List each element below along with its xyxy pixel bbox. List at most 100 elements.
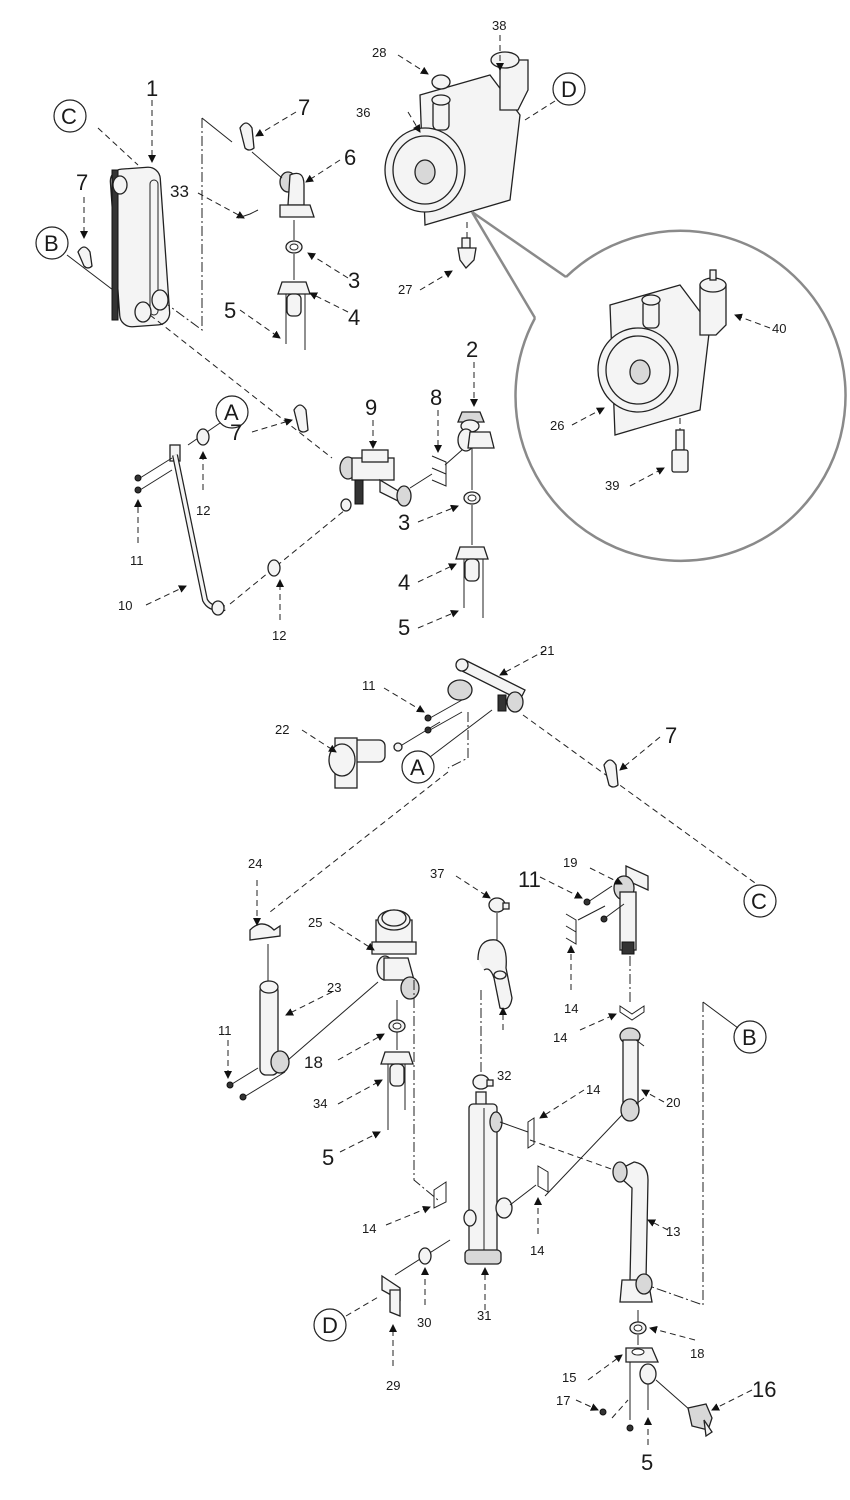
callout-38: 38 <box>492 18 506 33</box>
bleed-screw <box>671 429 689 473</box>
reference-c-lower: C <box>743 884 777 918</box>
spring-clip <box>603 759 619 788</box>
return-pipe <box>612 1161 653 1303</box>
callout-20: 20 <box>666 1095 680 1110</box>
callout-26: 26 <box>550 418 564 433</box>
callout-15: 15 <box>562 1370 576 1385</box>
retaining-clip <box>433 1181 447 1209</box>
detail-view-callout <box>470 210 847 563</box>
callout-23: 23 <box>327 980 341 995</box>
outlet-elbow <box>613 864 649 955</box>
callout-11-lower-right: 11 <box>518 867 541 892</box>
callout-14-middle: 14 <box>586 1082 600 1097</box>
callout-36: 36 <box>356 105 370 120</box>
svg-text:C: C <box>751 889 767 914</box>
retaining-clip <box>619 1005 645 1021</box>
callout-14-lower-right: 14 <box>530 1243 544 1258</box>
callout-33: 33 <box>170 182 189 201</box>
hydraulic-manifold <box>463 1091 513 1265</box>
retaining-clip <box>527 1117 535 1149</box>
return-fitting <box>457 411 495 452</box>
callout-19: 19 <box>563 855 577 870</box>
spring-clip <box>239 122 255 151</box>
callout-39: 39 <box>605 478 619 493</box>
svg-text:A: A <box>224 400 239 425</box>
pipe-clamp <box>249 923 281 941</box>
callout-34: 34 <box>313 1096 327 1111</box>
bracket-plate <box>381 1274 401 1317</box>
three-way-valve <box>339 449 412 512</box>
flange-fitting <box>277 281 311 350</box>
connecting-pipe <box>619 1027 645 1122</box>
spring-clip <box>293 404 309 433</box>
callout-18-right: 18 <box>690 1346 704 1361</box>
callout-5-middle: 5 <box>398 615 410 640</box>
reference-a-lower: A <box>401 750 435 784</box>
callout-4-upper: 4 <box>348 305 360 330</box>
diverter-valve-motor <box>371 909 420 1000</box>
retaining-clip <box>431 455 447 487</box>
reference-a-upper: A <box>215 395 249 429</box>
callout-6: 6 <box>344 145 356 170</box>
retaining-clip <box>537 1165 549 1193</box>
reference-c-top: C <box>53 99 87 133</box>
filter-cartridge <box>328 737 403 789</box>
connecting-hose <box>477 939 513 1010</box>
callout-5-lower-left: 5 <box>322 1145 334 1170</box>
callout-21: 21 <box>540 643 554 658</box>
bypass-pipe <box>169 444 226 616</box>
callout-30: 30 <box>417 1315 431 1330</box>
circulation-pump <box>384 51 529 226</box>
callout-8: 8 <box>430 385 442 410</box>
svg-text:D: D <box>561 77 577 102</box>
callout-17: 17 <box>556 1393 570 1408</box>
plate-heat-exchanger <box>109 166 171 328</box>
reference-d-top: D <box>552 72 586 106</box>
callout-27: 27 <box>398 282 412 297</box>
callout-2: 2 <box>466 337 478 362</box>
callout-25: 25 <box>308 915 322 930</box>
reference-b-lower: B <box>733 1020 767 1054</box>
drain-tap-fitting <box>625 1347 659 1420</box>
callout-14-lower-left: 14 <box>362 1221 376 1236</box>
svg-text:C: C <box>61 104 77 129</box>
retaining-clip <box>565 913 577 945</box>
callout-14-upper: 14 <box>564 1001 578 1016</box>
callout-7-middle: 7 <box>230 420 242 445</box>
callout-13: 13 <box>666 1224 680 1239</box>
callout-14-right: 14 <box>553 1030 567 1045</box>
spring-clip <box>77 246 93 269</box>
hose-clamp <box>488 897 510 913</box>
flange-fitting <box>380 1051 414 1130</box>
drain-valve <box>457 237 477 269</box>
callout-32: 32 <box>497 1068 511 1083</box>
callout-16: 16 <box>752 1377 776 1402</box>
hose-clamp <box>472 1074 494 1090</box>
svg-text:D: D <box>322 1313 338 1338</box>
callout-4-lower: 4 <box>398 570 410 595</box>
callout-11-left: 11 <box>130 553 144 568</box>
callout-10: 10 <box>118 598 132 613</box>
callout-5-lower-right: 5 <box>641 1450 653 1475</box>
callout-5-upper: 5 <box>224 298 236 323</box>
callout-24: 24 <box>248 856 262 871</box>
drain-tap <box>687 1403 713 1438</box>
pump-variant <box>597 269 727 436</box>
callout-11-middle: 11 <box>362 678 376 693</box>
callout-37: 37 <box>430 866 444 881</box>
reference-b-top: B <box>35 226 69 260</box>
callout-40: 40 <box>772 321 786 336</box>
svg-text:B: B <box>742 1025 757 1050</box>
reference-d-lower: D <box>313 1308 347 1342</box>
callout-7-right: 7 <box>665 723 677 748</box>
callout-18-left: 18 <box>304 1053 323 1072</box>
flange-fitting <box>455 546 489 618</box>
callout-22: 22 <box>275 722 289 737</box>
flow-pipe <box>259 980 290 1076</box>
elbow-fitting <box>279 171 315 218</box>
callout-11-lower-left: 11 <box>218 1023 232 1038</box>
callout-29: 29 <box>386 1378 400 1393</box>
callout-7-left: 7 <box>76 170 88 195</box>
callout-3-lower: 3 <box>398 510 410 535</box>
